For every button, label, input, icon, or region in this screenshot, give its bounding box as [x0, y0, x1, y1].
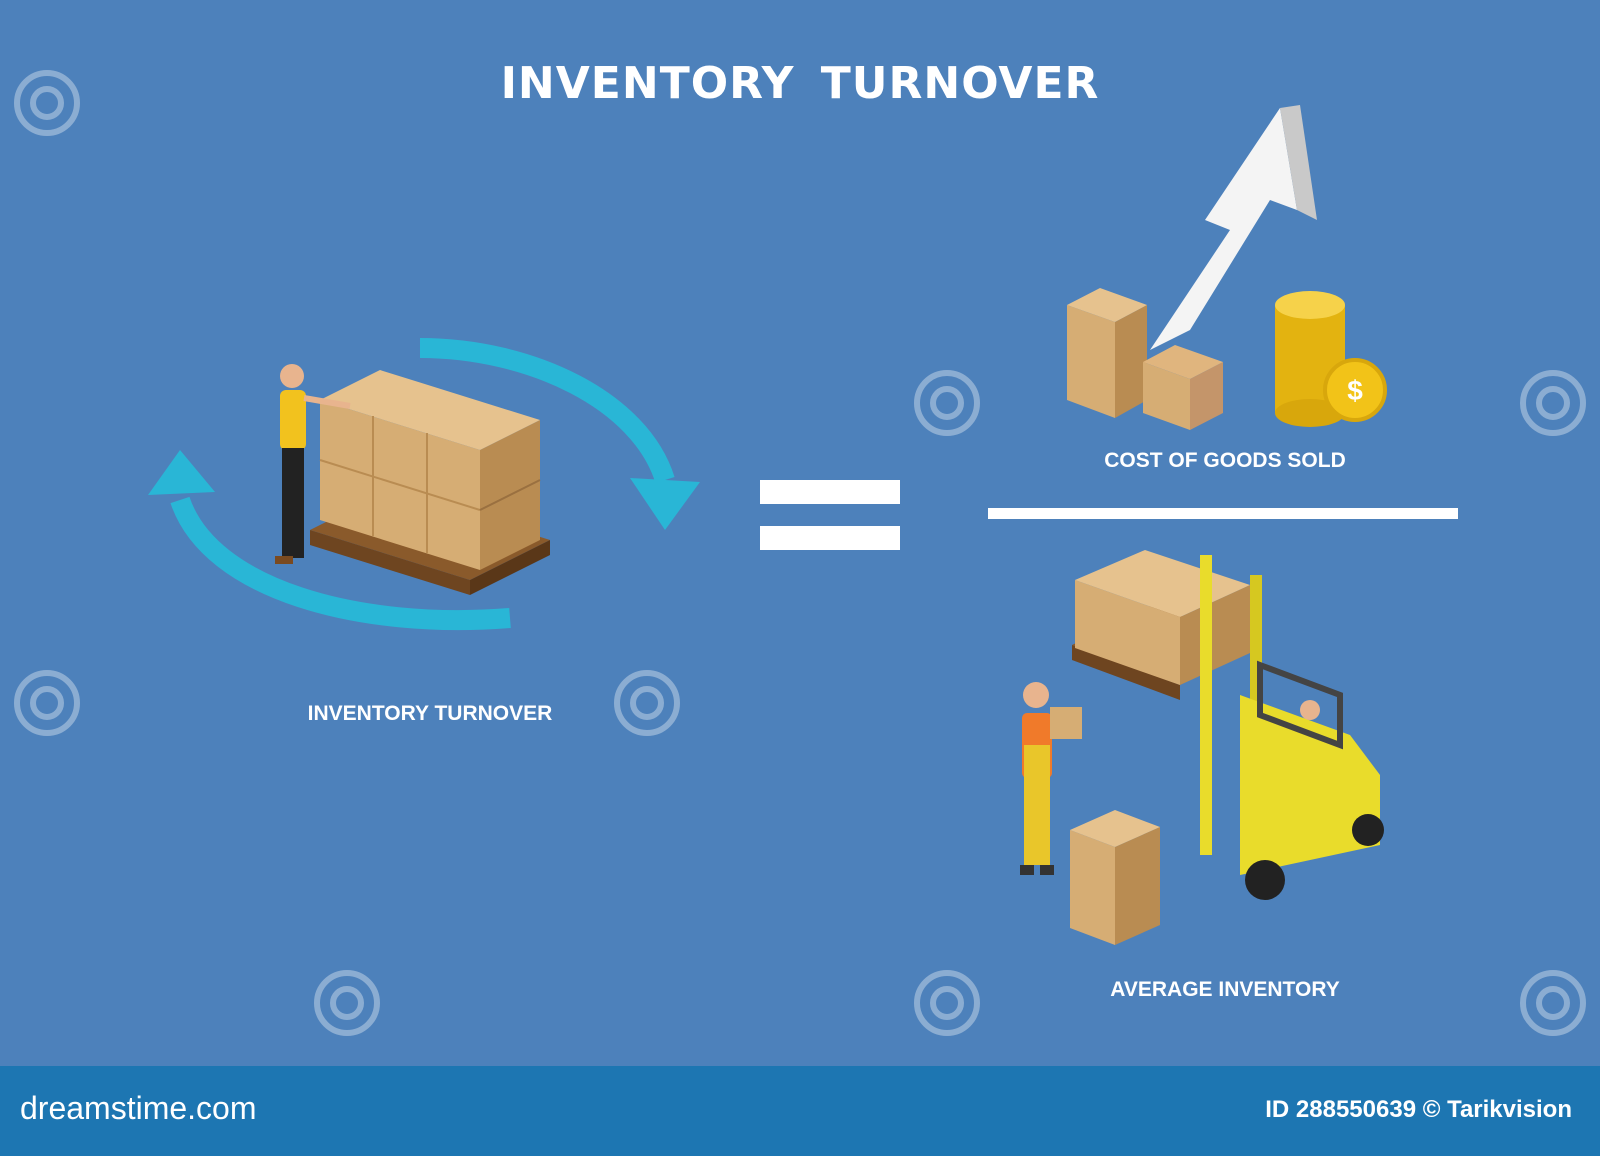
box-pallet-icon [1072, 550, 1260, 700]
spiral-watermark-icon [914, 370, 980, 436]
brand-logo[interactable]: dreamstime.com [20, 1090, 257, 1126]
page-title: INVENTORY TURNOVER [500, 58, 1100, 109]
equals-sign-bottom [760, 526, 900, 550]
spiral-watermark-icon [14, 70, 80, 136]
equals-sign-top [760, 480, 900, 504]
box-pallet-icon [310, 370, 550, 595]
spiral-watermark-icon [314, 970, 380, 1036]
turnover-label: INVENTORY TURNOVER [307, 702, 553, 725]
spiral-watermark-icon [1520, 370, 1586, 436]
svg-text:$: $ [1347, 375, 1363, 406]
forklift-icon [1200, 555, 1384, 900]
footer-bar: dreamstime.com ID 288550639 © Tarikvisio… [0, 1066, 1600, 1156]
image-credit: ID 288550639 © Tarikvision [1265, 1096, 1572, 1123]
average-inventory-label: AVERAGE INVENTORY [1110, 978, 1340, 1001]
cogs-label: COST OF GOODS SOLD [1104, 449, 1346, 472]
spiral-watermark-icon [614, 670, 680, 736]
coin-stack-icon: $ [1275, 291, 1387, 427]
up-arrow-icon [1150, 105, 1317, 350]
box-icon [1070, 810, 1160, 945]
average-inventory-illustration [1020, 550, 1384, 945]
fraction-line [988, 508, 1458, 519]
worker-icon [1020, 682, 1082, 875]
cogs-illustration: $ [1067, 105, 1387, 430]
inventory-turnover-illustration [148, 338, 700, 631]
cycle-arrows-icon [148, 338, 700, 631]
box-icon [1067, 288, 1223, 430]
spiral-watermark-icon [14, 670, 80, 736]
spiral-watermark-icon [1520, 970, 1586, 1036]
spiral-watermark-icon [914, 970, 980, 1036]
person-icon [275, 364, 351, 564]
